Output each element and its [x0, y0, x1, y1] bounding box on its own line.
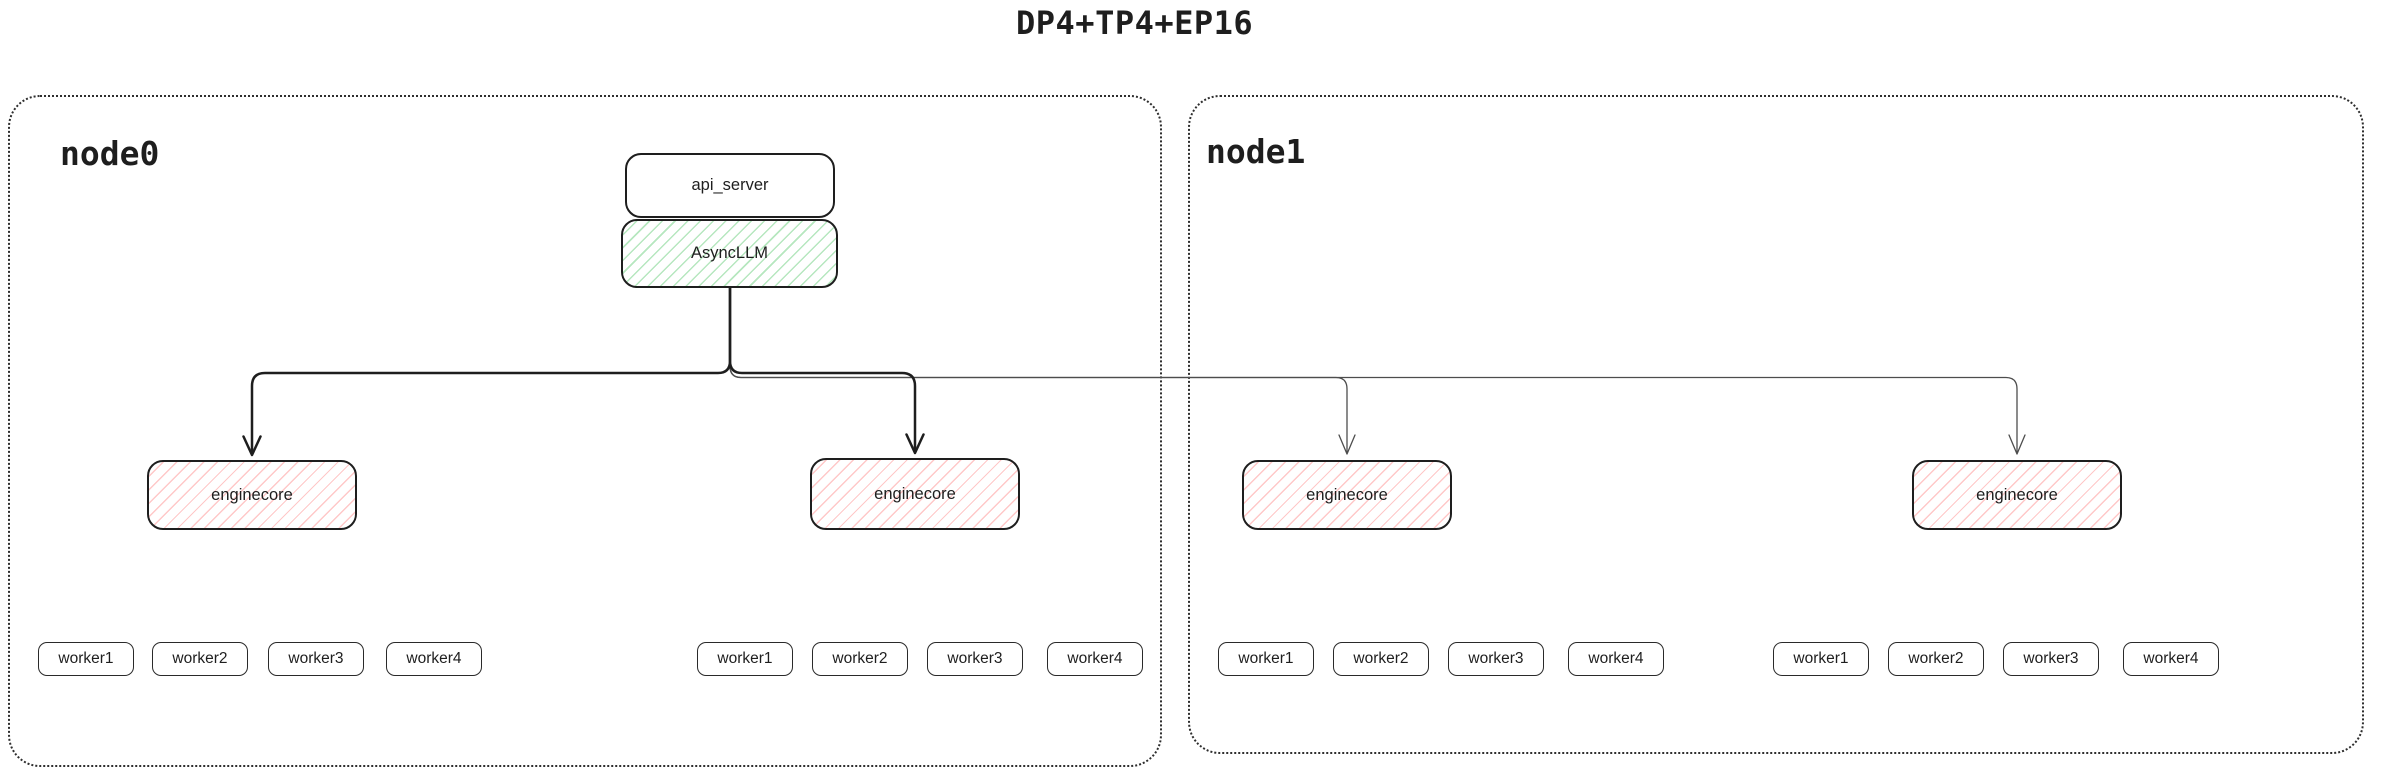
worker-box: worker3 — [268, 642, 364, 676]
worker-box: worker3 — [927, 642, 1023, 676]
worker-box: worker4 — [1047, 642, 1143, 676]
node0-label: node0 — [60, 134, 160, 173]
enginecore-label: enginecore — [874, 484, 956, 503]
enginecore-label: enginecore — [1976, 485, 2058, 504]
enginecore-box-3: enginecore — [1242, 460, 1452, 530]
worker-label: worker2 — [1908, 650, 1964, 667]
worker-label: worker4 — [406, 650, 462, 667]
worker-label: worker2 — [172, 650, 228, 667]
enginecore-label: enginecore — [211, 485, 293, 504]
asyncllm-label: AsyncLLM — [690, 244, 769, 262]
api-server-box: api_server — [625, 153, 835, 218]
worker-label: worker1 — [1793, 650, 1849, 667]
worker-box: worker2 — [812, 642, 908, 676]
worker-box: worker2 — [152, 642, 248, 676]
worker-box: worker4 — [1568, 642, 1664, 676]
worker-box: worker4 — [2123, 642, 2219, 676]
worker-box: worker2 — [1888, 642, 1984, 676]
worker-label: worker3 — [2023, 650, 2079, 667]
worker-label: worker3 — [947, 650, 1003, 667]
asyncllm-box: AsyncLLM — [621, 219, 838, 288]
worker-label: worker4 — [1067, 650, 1123, 667]
api-server-label: api_server — [691, 176, 769, 194]
worker-box: worker1 — [697, 642, 793, 676]
worker-label: worker3 — [288, 650, 344, 667]
worker-box: worker4 — [386, 642, 482, 676]
worker-box: worker3 — [1448, 642, 1544, 676]
enginecore-box-2: enginecore — [810, 458, 1020, 530]
worker-label: worker1 — [717, 650, 773, 667]
worker-label: worker2 — [832, 650, 888, 667]
worker-label: worker3 — [1468, 650, 1524, 667]
worker-box: worker1 — [38, 642, 134, 676]
worker-box: worker2 — [1333, 642, 1429, 676]
diagram-title: DP4+TP4+EP16 — [1016, 4, 1254, 42]
worker-label: worker1 — [1238, 650, 1294, 667]
worker-label: worker2 — [1353, 650, 1409, 667]
worker-label: worker4 — [1588, 650, 1644, 667]
worker-box: worker1 — [1773, 642, 1869, 676]
enginecore-label: enginecore — [1306, 485, 1388, 504]
node1-label: node1 — [1206, 132, 1306, 171]
worker-box: worker1 — [1218, 642, 1314, 676]
worker-label: worker4 — [2143, 650, 2199, 667]
worker-box: worker3 — [2003, 642, 2099, 676]
worker-label: worker1 — [58, 650, 114, 667]
enginecore-box-1: enginecore — [147, 460, 357, 530]
enginecore-box-4: enginecore — [1912, 460, 2122, 530]
